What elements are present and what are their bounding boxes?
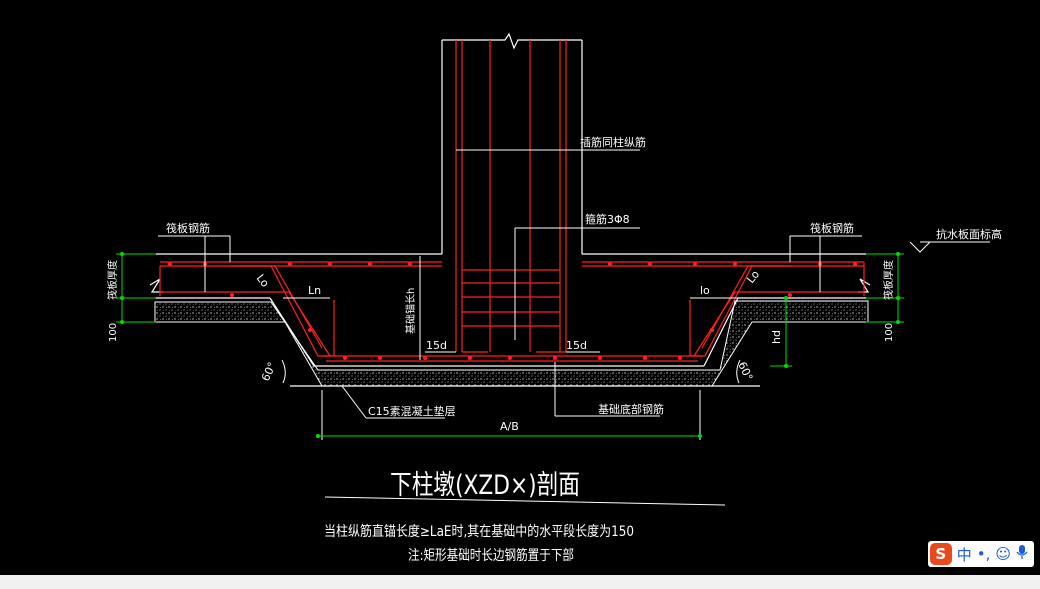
stirrup-label: 箍筋3Φ8 xyxy=(585,212,630,226)
dim-100-left: 100 xyxy=(108,323,119,342)
cad-drawing[interactable]: 插筋同柱纵筋 箍筋3Φ8 筏板钢筋 筏板钢筋 抗水板面标高 筏板厚度 筏板厚度 … xyxy=(0,0,1040,575)
l-right-label: lo xyxy=(700,284,710,297)
ln-label: Ln xyxy=(308,284,321,297)
lo-right-label: Lo xyxy=(744,268,762,286)
status-strip xyxy=(0,575,1040,589)
dimension-lines xyxy=(116,253,904,437)
microphone-icon[interactable] xyxy=(1016,544,1028,564)
dimension-ticks xyxy=(120,252,900,438)
drawing-title: 下柱墩(XZD×)剖面 xyxy=(390,470,580,501)
structure-outline xyxy=(149,32,871,387)
raft-thickness-right: 筏板厚度 xyxy=(882,260,895,300)
dim-100-right: 100 xyxy=(884,323,895,342)
note-line-1: 当柱纵筋直锚长度≥LaE时,其在基础中的水平段长度为150 xyxy=(324,523,634,540)
top-rebar-right-label: 筏板钢筋 xyxy=(810,221,854,235)
hd-label: hd xyxy=(770,330,783,344)
rebar-group xyxy=(159,40,865,362)
waterproof-label: 抗水板面标高 xyxy=(936,227,1002,241)
ime-toolbar[interactable]: S 中 •, ☺ xyxy=(927,541,1034,567)
angle-right-label: 60° xyxy=(735,360,755,383)
width-dimension-label: A/B xyxy=(500,420,519,433)
raft-thickness-left: 筏板厚度 xyxy=(106,260,119,300)
top-rebar-left-label: 筏板钢筋 xyxy=(166,221,210,235)
note-line-2: 注:矩形基础时长边钢筋置于下部 xyxy=(408,547,574,564)
15d-left-label: 15d xyxy=(426,339,447,352)
smiley-icon[interactable]: ☺ xyxy=(995,545,1011,563)
leader-lines xyxy=(158,149,990,506)
15d-right-label: 15d xyxy=(566,339,587,352)
lo-left-label: Lo xyxy=(254,272,272,290)
ime-logo-icon[interactable]: S xyxy=(929,543,952,565)
ime-mode-toggle[interactable]: 中 xyxy=(956,545,972,564)
column-bars-label: 插筋同柱纵筋 xyxy=(580,135,646,149)
angle-left-label: 60° xyxy=(259,360,279,383)
bottom-rebar-label: 基础底部钢筋 xyxy=(598,402,664,416)
ime-punct-toggle[interactable]: •, xyxy=(976,545,991,563)
rebar-dots xyxy=(168,262,857,360)
anchor-length-label: 基础锚长h xyxy=(404,288,417,334)
cushion-label: C15素混凝土垫层 xyxy=(368,404,456,418)
